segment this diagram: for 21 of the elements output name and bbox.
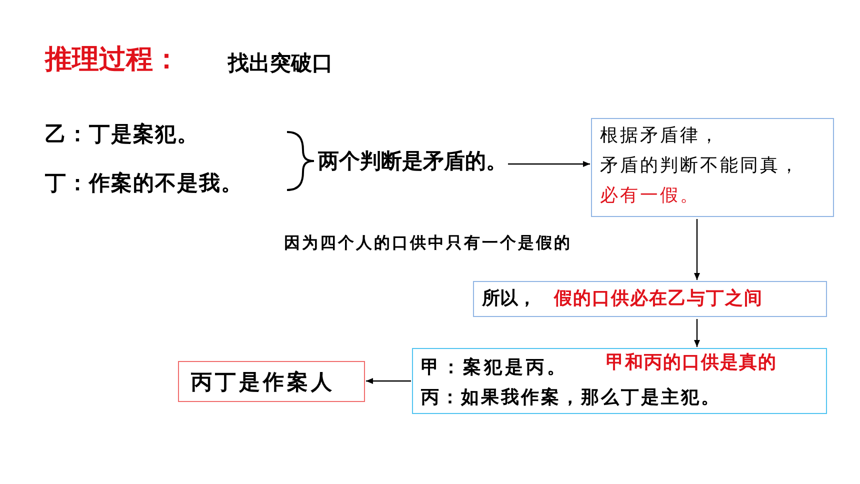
title: 推理过程： xyxy=(45,46,180,73)
testimony-text: 丙：如果我作案，那么丁是主犯。 xyxy=(421,389,721,407)
rule-text: 根据矛盾律， xyxy=(600,127,720,145)
conclusion-box xyxy=(473,281,827,317)
arrow xyxy=(508,161,590,167)
arrow xyxy=(694,319,700,347)
testimony-box xyxy=(412,348,827,414)
conclusion-text: 假的口供必在乙与丁之间 xyxy=(554,290,763,308)
arrow xyxy=(366,378,411,384)
label-text: 因为四个人的口供中只有一个是假的 xyxy=(284,235,572,251)
rule-text: 必有一假。 xyxy=(600,187,700,205)
rule-text: 矛盾的判断不能同真， xyxy=(600,157,800,175)
testimony-text: 甲：案犯是丙。 xyxy=(421,359,568,377)
result-text: 丙丁是作案人 xyxy=(191,371,335,392)
note-text: 甲和丙的口供是真的 xyxy=(606,354,777,372)
label-text: 丁：作案的不是我。 xyxy=(45,172,243,193)
result-box xyxy=(178,361,365,402)
label-text: 乙：丁是案犯。 xyxy=(45,123,199,144)
label-text: 找出突破口 xyxy=(228,52,333,73)
conclusion-text: 所以， xyxy=(482,290,536,308)
arrow xyxy=(694,219,700,280)
